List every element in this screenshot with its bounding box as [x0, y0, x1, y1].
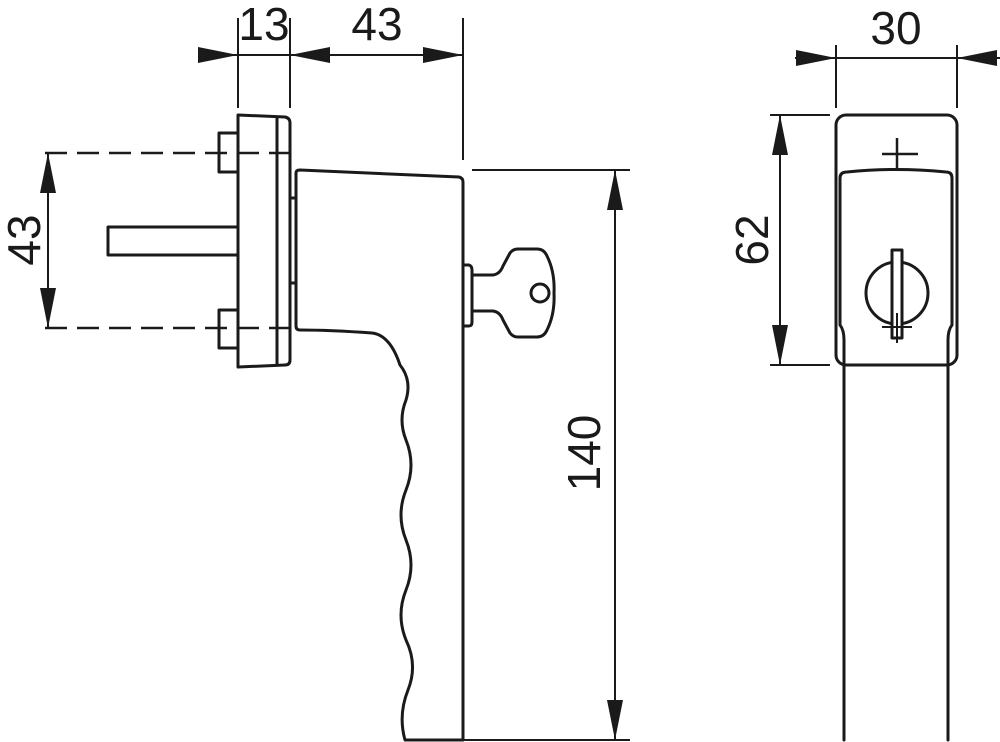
dim-screw-spacing: 43	[0, 214, 50, 265]
lock-cylinder	[461, 263, 474, 328]
key-hole	[529, 282, 551, 304]
front-view: 30 62	[726, 2, 1000, 742]
rose-front	[834, 113, 959, 367]
dim-rose-depth: 13	[238, 0, 289, 50]
plus-icon	[882, 138, 918, 170]
dim-handle-length: 140	[558, 415, 610, 492]
key-icon	[470, 247, 556, 339]
rose-plate	[236, 113, 292, 369]
spindle	[106, 225, 240, 257]
dim-rose-width: 30	[870, 2, 921, 54]
dim-rose-height: 62	[726, 214, 778, 265]
handle-body	[288, 168, 465, 742]
side-view: 13 43 43 140	[0, 0, 630, 742]
dim-handle-offset: 43	[351, 0, 402, 50]
